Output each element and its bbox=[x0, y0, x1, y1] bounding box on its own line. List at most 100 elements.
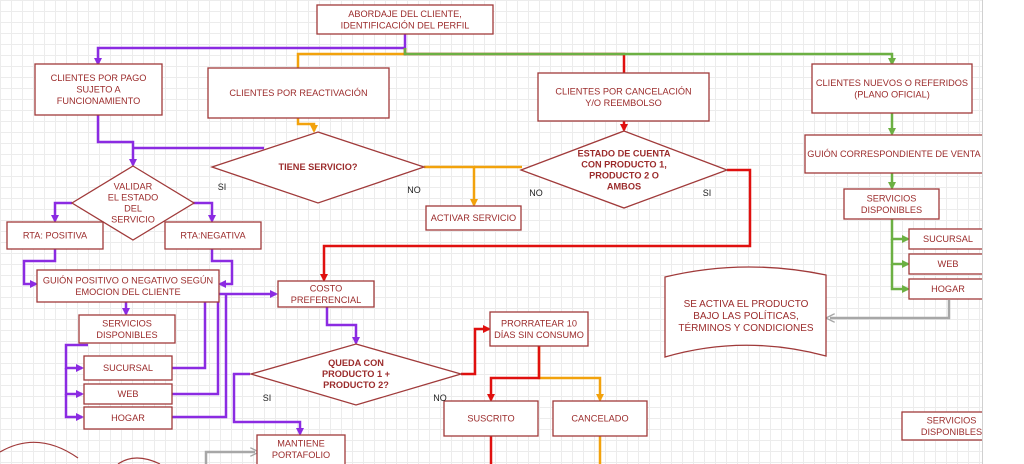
node-suscrito[interactable] bbox=[443, 400, 539, 437]
node-nota[interactable] bbox=[664, 266, 827, 358]
edge-sucursal-to-costo bbox=[172, 290, 278, 370]
right-scroll-panel[interactable] bbox=[982, 0, 1024, 464]
node-queda-con[interactable] bbox=[248, 343, 464, 406]
label-line: SUCURSAL bbox=[103, 363, 153, 373]
label-line: ESTADO DE CUENTA bbox=[577, 149, 670, 159]
label-line: COSTO bbox=[310, 283, 343, 293]
node-nuevos[interactable] bbox=[811, 63, 973, 114]
edge-tiene-no-to-activar bbox=[424, 165, 478, 207]
label-line: SE ACTIVA EL PRODUCTO bbox=[684, 299, 809, 310]
edge-start-to-reactivacion bbox=[296, 48, 407, 68]
label-rta-positiva: RTA: POSITIVA bbox=[23, 231, 88, 241]
label-line: Y/O REEMBOLSO bbox=[585, 98, 662, 108]
label-line: QUEDA CON bbox=[328, 358, 384, 368]
edge-hogar-to-costo bbox=[172, 294, 228, 419]
label-line: IDENTIFICACIÓN DEL PERFIL bbox=[341, 20, 470, 30]
label-line: TÉRMINOS Y CONDICIONES bbox=[678, 321, 814, 334]
label-activar: ACTIVAR SERVICIO bbox=[431, 213, 516, 223]
node-mantiene[interactable] bbox=[256, 434, 346, 464]
decorative-curve-2 bbox=[117, 457, 161, 464]
node-costo[interactable] bbox=[277, 280, 375, 308]
node-rta-negativa[interactable] bbox=[164, 221, 262, 250]
label-guion-venta: GUIÓN CORRESPONDIENTE DE VENTA bbox=[807, 149, 981, 159]
label-line: WEB bbox=[118, 389, 139, 399]
label-line: PRORRATEAR 10 bbox=[501, 318, 577, 328]
label-web-left: WEB bbox=[118, 389, 139, 399]
label-line: HOGAR bbox=[111, 413, 145, 423]
node-hogar-left[interactable] bbox=[83, 406, 173, 430]
label-rta-negativa: RTA:NEGATIVA bbox=[180, 231, 246, 241]
label-line: PRODUCTO 2? bbox=[323, 380, 389, 390]
label-line: FUNCIONAMIENTO bbox=[57, 96, 141, 106]
node-estado-cuenta[interactable] bbox=[519, 130, 729, 209]
edges bbox=[22, 34, 1018, 464]
edge-prorratear-to-suscrito bbox=[487, 346, 541, 402]
label-line: CLIENTES POR REACTIVACIÓN bbox=[229, 88, 367, 98]
edge-label-no-estado: NO bbox=[529, 188, 543, 198]
node-cancelado[interactable] bbox=[552, 400, 648, 437]
edge-costo-to-queda bbox=[325, 307, 360, 345]
edge-reactivacion-to-tiene bbox=[296, 118, 318, 133]
label-start: ABORDAJE DEL CLIENTE,IDENTIFICACIÓN DEL … bbox=[341, 9, 470, 31]
node-servicios-right[interactable] bbox=[843, 188, 940, 220]
edge-label-si-queda: SI bbox=[263, 393, 272, 403]
node-activar[interactable] bbox=[425, 205, 522, 231]
edge-estado-si-to-costo bbox=[320, 168, 752, 282]
label-line: SUJETO A bbox=[76, 85, 121, 95]
edge-validar-to-negativa bbox=[193, 201, 216, 223]
node-pago[interactable] bbox=[34, 63, 163, 116]
label-line: SERVICIOS bbox=[102, 318, 152, 328]
label-line: GUIÓN POSITIVO O NEGATIVO SEGÚN bbox=[43, 275, 213, 285]
label-line: WEB bbox=[938, 259, 959, 269]
node-tiene-servicio[interactable] bbox=[209, 131, 427, 204]
label-line: PRODUCTO 2 O bbox=[589, 171, 659, 181]
label-hogar-right: HOGAR bbox=[931, 284, 965, 294]
label-line: DEL bbox=[124, 204, 142, 214]
edge-label-si-estado: SI bbox=[703, 188, 712, 198]
label-line: CON PRODUCTO 1, bbox=[581, 160, 667, 170]
edge-label-no-queda: NO bbox=[433, 393, 447, 403]
label-line: DISPONIBLES bbox=[921, 427, 982, 437]
label-cancelado: CANCELADO bbox=[571, 414, 628, 424]
edge-labels: SI NO NO SI SI NO bbox=[218, 182, 712, 403]
label-line: DISPONIBLES bbox=[96, 330, 157, 340]
label-line: SERVICIO bbox=[111, 215, 155, 225]
label-sucursal-right: SUCURSAL bbox=[923, 234, 973, 244]
label-line: HOGAR bbox=[931, 284, 965, 294]
node-servicios-left[interactable] bbox=[78, 314, 176, 344]
edge-prorratear-to-cancelado bbox=[537, 346, 604, 402]
node-guion-venta[interactable] bbox=[804, 134, 984, 174]
node-cancelacion[interactable] bbox=[537, 72, 710, 122]
label-line: ACTIVAR SERVICIO bbox=[431, 213, 516, 223]
node-rta-positiva[interactable] bbox=[6, 221, 104, 250]
node-prorratear[interactable] bbox=[489, 311, 589, 347]
label-line: AMBOS bbox=[607, 182, 641, 192]
edge-servicios-to-sucursal bbox=[64, 343, 88, 372]
node-guion-positivo[interactable] bbox=[36, 269, 220, 303]
label-line: ABORDAJE DEL CLIENTE, bbox=[348, 9, 462, 19]
edge-hogar-to-note bbox=[830, 300, 951, 318]
labels: ABORDAJE DEL CLIENTE,IDENTIFICACIÓN DEL … bbox=[23, 9, 982, 460]
edge-servicios-to-sucursal-right bbox=[890, 219, 910, 243]
label-line: CLIENTES NUEVOS O REFERIDOS bbox=[816, 78, 968, 88]
edge-queda-no-to-prorratear bbox=[461, 325, 491, 376]
label-line: PRODUCTO 1 + bbox=[322, 369, 390, 379]
node-reactivacion[interactable] bbox=[207, 67, 390, 119]
label-line: TIENE SERVICIO? bbox=[279, 162, 358, 172]
label-tiene-servicio: TIENE SERVICIO? bbox=[279, 162, 358, 172]
node-sucursal-left[interactable] bbox=[83, 355, 173, 381]
edge-label-si-tiene: SI bbox=[218, 182, 227, 192]
edge-negativa-to-guion bbox=[210, 249, 234, 288]
label-line: EL ESTADO bbox=[108, 193, 159, 203]
label-reactivacion: CLIENTES POR REACTIVACIÓN bbox=[229, 88, 367, 98]
node-web-left[interactable] bbox=[83, 383, 173, 405]
node-start[interactable] bbox=[316, 4, 494, 35]
label-servicios-left: SERVICIOS DISPONIBLES bbox=[96, 318, 157, 340]
